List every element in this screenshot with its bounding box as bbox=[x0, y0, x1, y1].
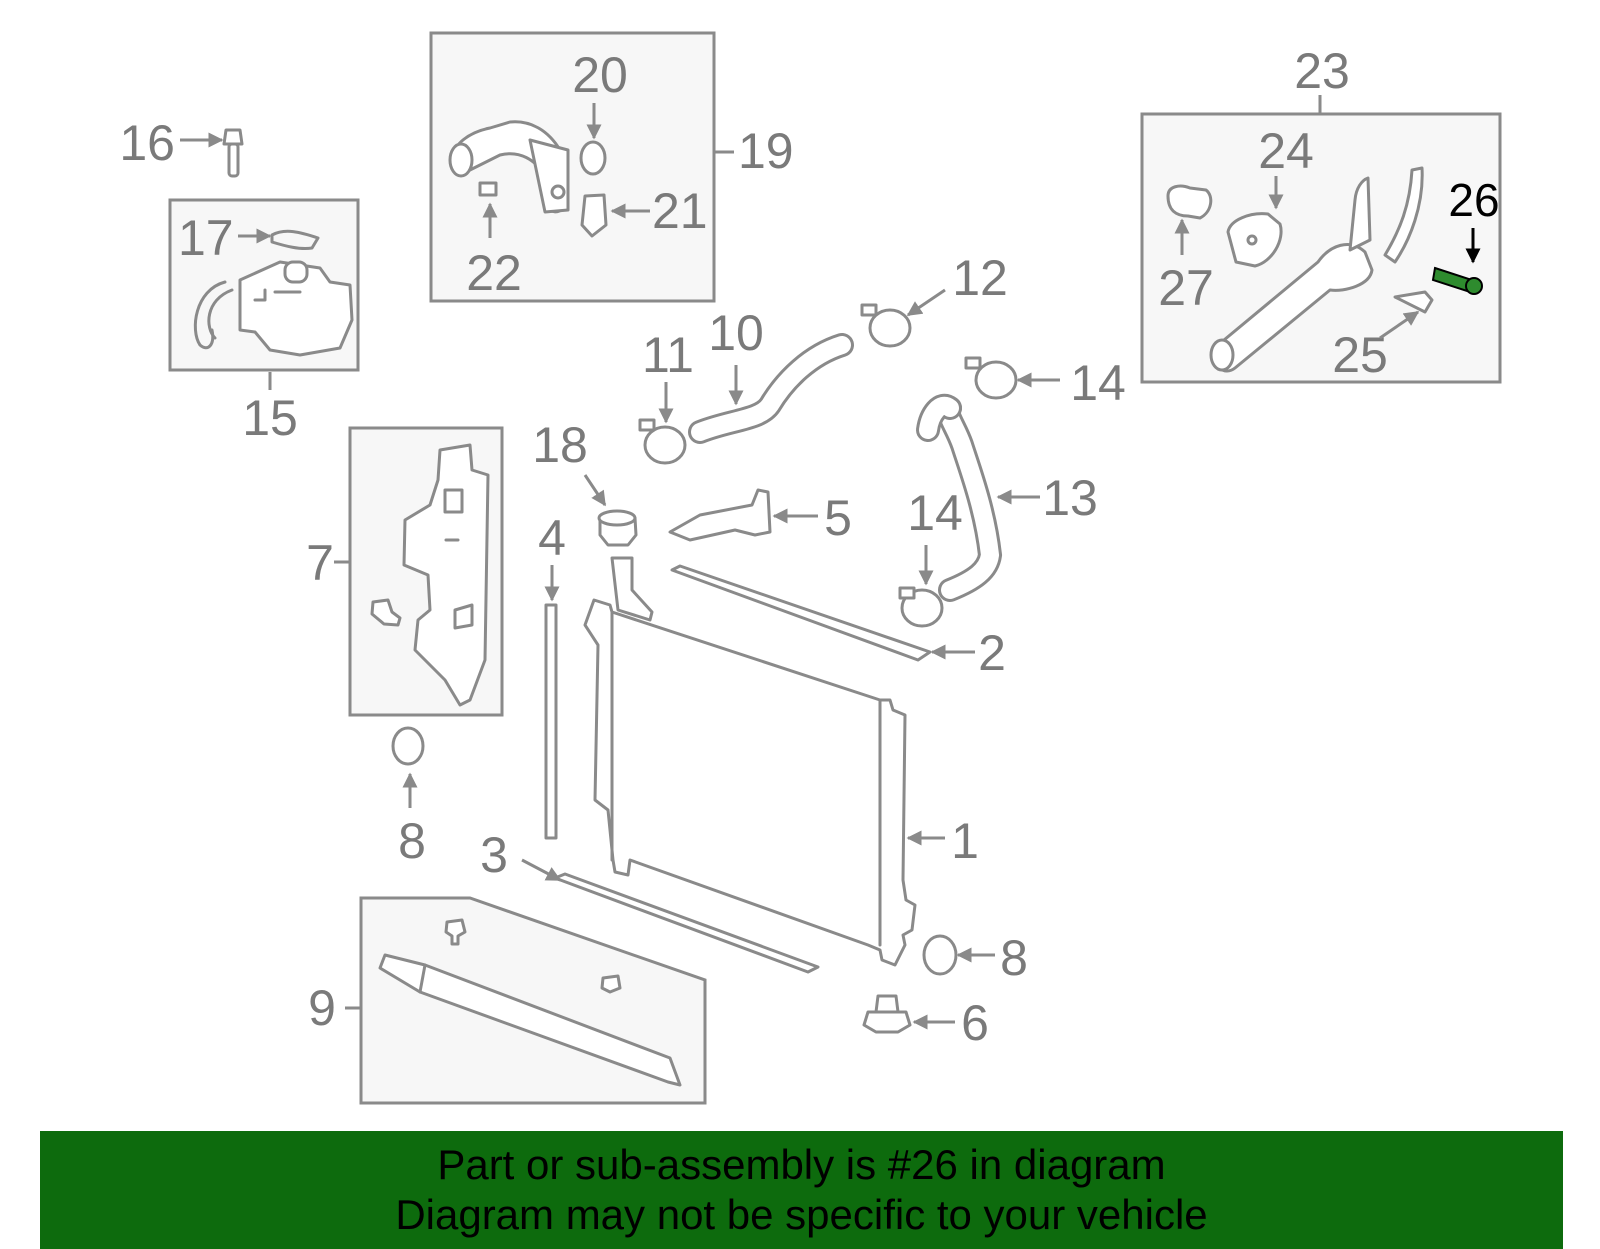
highlighted-bolt-part-26[interactable] bbox=[1431, 266, 1483, 295]
o-ring-part-8-upper[interactable] bbox=[391, 726, 425, 766]
callout-14-lower: 14 bbox=[907, 485, 963, 541]
callout-5: 5 bbox=[824, 490, 852, 546]
callout-3: 3 bbox=[480, 827, 508, 883]
callout-7: 7 bbox=[306, 535, 334, 591]
callout-17: 17 bbox=[178, 210, 234, 266]
callout-27: 27 bbox=[1158, 260, 1214, 316]
callout-2: 2 bbox=[978, 625, 1006, 681]
water-outlet-assembly[interactable] bbox=[429, 31, 716, 303]
callout-13: 13 bbox=[1042, 470, 1098, 526]
callout-12: 12 bbox=[952, 250, 1008, 306]
o-ring-part-8-lower[interactable] bbox=[922, 934, 958, 976]
hose-clamp-part-11[interactable] bbox=[638, 418, 687, 465]
seal-part-4[interactable] bbox=[544, 603, 558, 840]
callout-23: 23 bbox=[1294, 43, 1350, 99]
banner-line-2: Diagram may not be specific to your vehi… bbox=[395, 1191, 1208, 1238]
callout-10: 10 bbox=[708, 305, 764, 361]
callout-8-upper: 8 bbox=[398, 813, 426, 869]
callout-15: 15 bbox=[242, 390, 298, 446]
callout-22: 22 bbox=[466, 245, 522, 301]
radiator-cap-part-18[interactable] bbox=[597, 509, 638, 547]
thermostat-housing-assembly[interactable] bbox=[1140, 112, 1502, 384]
callout-21: 21 bbox=[652, 183, 708, 239]
bolt-part-16[interactable] bbox=[222, 128, 244, 178]
drain-plug-part-6[interactable] bbox=[862, 994, 912, 1034]
bracket-part-5[interactable] bbox=[668, 488, 772, 542]
hose-clamp-part-12[interactable] bbox=[860, 303, 912, 348]
radiator-part-1[interactable] bbox=[583, 556, 917, 967]
callout-16: 16 bbox=[119, 115, 175, 171]
callout-9: 9 bbox=[308, 980, 336, 1036]
hose-clamp-part-14-lower[interactable] bbox=[898, 586, 944, 628]
callout-18: 18 bbox=[532, 417, 588, 473]
banner-line-1: Part or sub-assembly is #26 in diagram bbox=[437, 1141, 1166, 1188]
seal-part-2[interactable] bbox=[670, 564, 932, 662]
lower-deflector-assembly[interactable] bbox=[359, 896, 707, 1105]
callout-19: 19 bbox=[738, 123, 794, 179]
reservoir-assembly[interactable] bbox=[168, 198, 360, 372]
callout-20: 20 bbox=[572, 47, 628, 103]
callout-26: 26 bbox=[1448, 174, 1499, 226]
callout-11: 11 bbox=[642, 327, 694, 383]
callout-8-lower: 8 bbox=[1000, 930, 1028, 986]
part-info-banner: Part or sub-assembly is #26 in diagram D… bbox=[40, 1131, 1563, 1249]
air-guide-assembly[interactable] bbox=[348, 426, 504, 717]
callout-14-upper: 14 bbox=[1070, 355, 1126, 411]
callout-4: 4 bbox=[538, 510, 566, 566]
callout-6: 6 bbox=[961, 995, 989, 1051]
callout-25: 25 bbox=[1332, 327, 1388, 383]
callout-1: 1 bbox=[951, 813, 979, 869]
seal-part-3[interactable] bbox=[553, 872, 820, 974]
hose-clamp-part-14-upper[interactable] bbox=[964, 356, 1018, 400]
callout-24: 24 bbox=[1258, 123, 1314, 179]
